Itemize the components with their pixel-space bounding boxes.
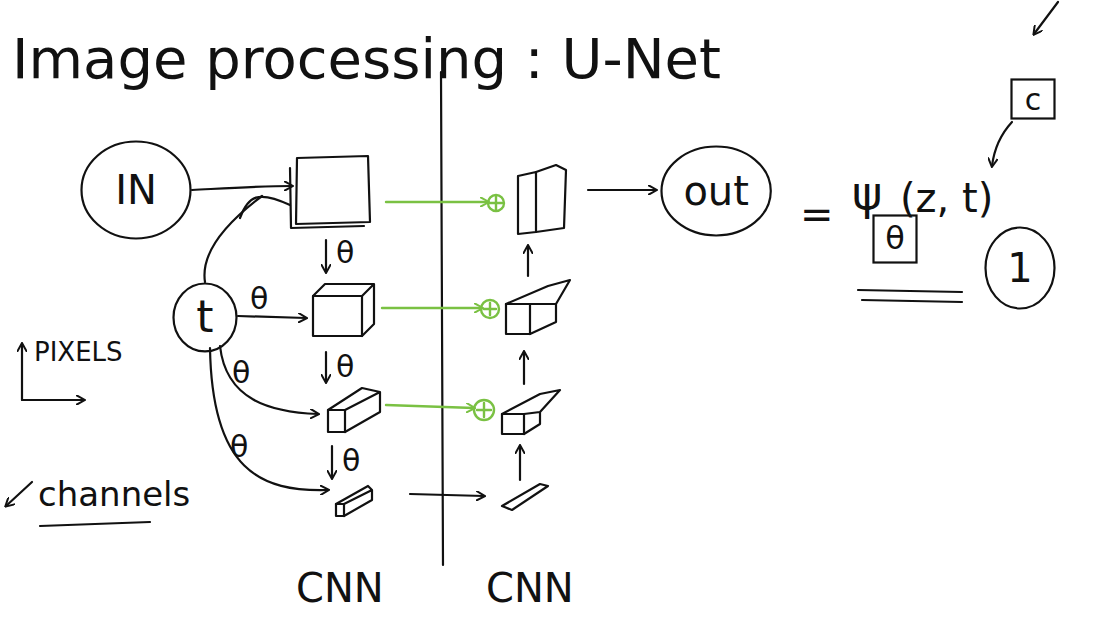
section-label: CNN	[296, 566, 384, 610]
outline-stroke	[662, 147, 771, 236]
condition-box: c	[1010, 78, 1056, 120]
formula-part: (z, t)	[900, 176, 993, 220]
param-symbol: θ	[230, 430, 248, 463]
output-circle: out	[660, 145, 772, 237]
formula-part: =	[800, 192, 834, 236]
node-label: t	[196, 293, 213, 341]
param-symbol: θ	[336, 350, 354, 383]
parameter-box: θ	[872, 214, 918, 264]
outline-stroke	[1012, 80, 1055, 119]
outline-stroke	[986, 228, 1055, 309]
section-label: CNN	[486, 566, 574, 610]
outline-stroke	[874, 216, 917, 263]
node-label: 1	[1007, 246, 1032, 290]
formula-part: ψ	[852, 168, 882, 219]
circled-number: 1	[984, 226, 1056, 310]
input-circle: IN	[80, 140, 192, 240]
outline-stroke	[174, 284, 237, 352]
axis-label: channels	[38, 476, 190, 513]
param-symbol: θ	[342, 444, 360, 477]
node-label: out	[683, 169, 749, 213]
param-symbol: θ	[232, 356, 250, 389]
node-label: c	[1025, 83, 1042, 116]
param-symbol: θ	[336, 236, 354, 269]
node-label: θ	[885, 221, 905, 256]
outline-stroke	[82, 142, 191, 239]
node-label: IN	[115, 168, 157, 212]
title-text: Image processing : U-Net	[12, 28, 721, 90]
axis-label: PIXELS	[34, 338, 123, 367]
param-symbol: θ	[250, 282, 268, 315]
time-circle: t	[172, 282, 238, 353]
